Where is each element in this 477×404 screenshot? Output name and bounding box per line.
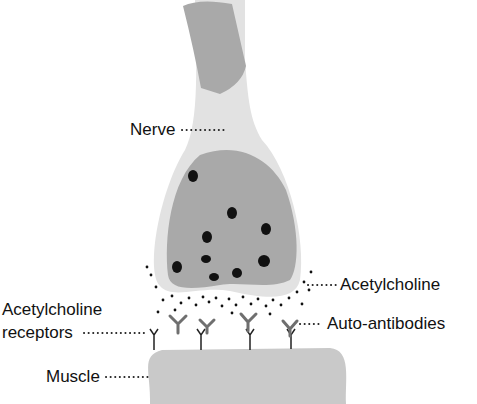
- nerve-terminal: [154, 0, 301, 297]
- muscle-label: Muscle: [46, 365, 100, 388]
- acetylcholine-receptors: [150, 329, 295, 350]
- leader-lines: [84, 130, 336, 377]
- acetylcholine-molecules: [146, 266, 313, 316]
- antibody-label: Auto-antibodies: [327, 312, 445, 335]
- auto-antibodies: [170, 314, 297, 336]
- receptor-label: Acetylcholine receptors: [2, 298, 127, 344]
- myelin-sheath: [183, 1, 246, 94]
- axon-terminal-cytoplasm: [167, 150, 297, 288]
- acetylcholine-label: Acetylcholine: [340, 273, 440, 296]
- nerve-label: Nerve: [130, 118, 175, 141]
- vesicles: [172, 170, 271, 281]
- muscle-fiber: [148, 348, 346, 404]
